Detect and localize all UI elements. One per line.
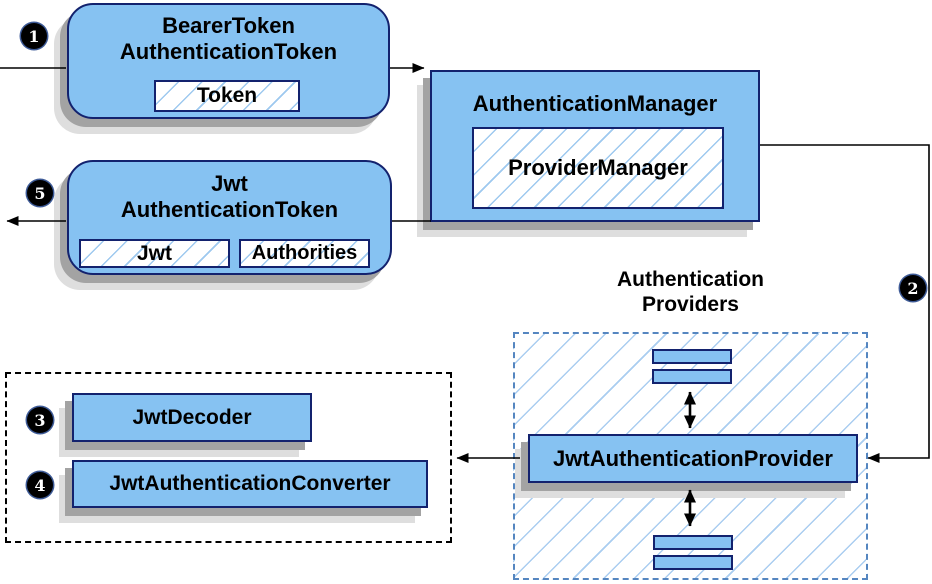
provider-manager-field: ProviderManager [472,127,724,209]
bearer-token-authentication-token-box: BearerToken AuthenticationToken Token [67,3,390,119]
step-1-badge: 1 [21,23,47,49]
provider-placeholder-bar [652,369,732,384]
step-4-badge: 4 [27,472,53,498]
jwt-authentication-token-box: Jwt AuthenticationToken Jwt Authorities [67,160,392,275]
provider-manager-label: ProviderManager [508,155,688,180]
authorities-field-label: Authorities [251,242,358,264]
step-5-badge: 5 [27,180,53,206]
jwt-token-box-title-line1: Jwt [211,171,248,196]
bearer-box-title: BearerToken AuthenticationToken [69,5,388,65]
token-field-label: Token [196,84,258,107]
jwt-authentication-provider-label: JwtAuthenticationProvider [553,445,833,471]
provider-placeholder-bar [653,555,733,570]
provider-placeholder-bar [653,535,733,550]
jwt-authentication-converter-label: JwtAuthenticationConverter [109,472,391,495]
jwt-token-box-title-line2: AuthenticationToken [120,197,339,222]
jwt-field: Jwt [79,239,230,268]
jwt-authentication-converter-box: JwtAuthenticationConverter [72,460,428,508]
authentication-manager-title: AuthenticationManager [472,91,718,116]
step-3-badge: 3 [27,407,53,433]
authentication-providers-label-line1: Authentication [617,268,764,291]
jwt-components-group-box [5,372,452,543]
authentication-manager-box: AuthenticationManager ProviderManager [430,70,760,222]
bearer-box-title-line2: AuthenticationToken [119,39,338,64]
authentication-providers-label: Authentication Providers [513,267,868,317]
jwt-decoder-box: JwtDecoder [72,393,312,442]
jwt-token-box-title: Jwt AuthenticationToken [69,162,390,223]
authorities-field: Authorities [239,239,370,268]
authentication-providers-label-line2: Providers [642,293,739,316]
provider-placeholder-bar [652,349,732,364]
step-2-badge: 2 [900,275,926,301]
jwt-decoder-label: JwtDecoder [132,405,252,429]
jwt-field-label: Jwt [136,241,172,265]
jwt-authentication-provider-box: JwtAuthenticationProvider [528,434,858,483]
bearer-box-title-line1: BearerToken [162,13,295,38]
token-field: Token [154,80,300,112]
